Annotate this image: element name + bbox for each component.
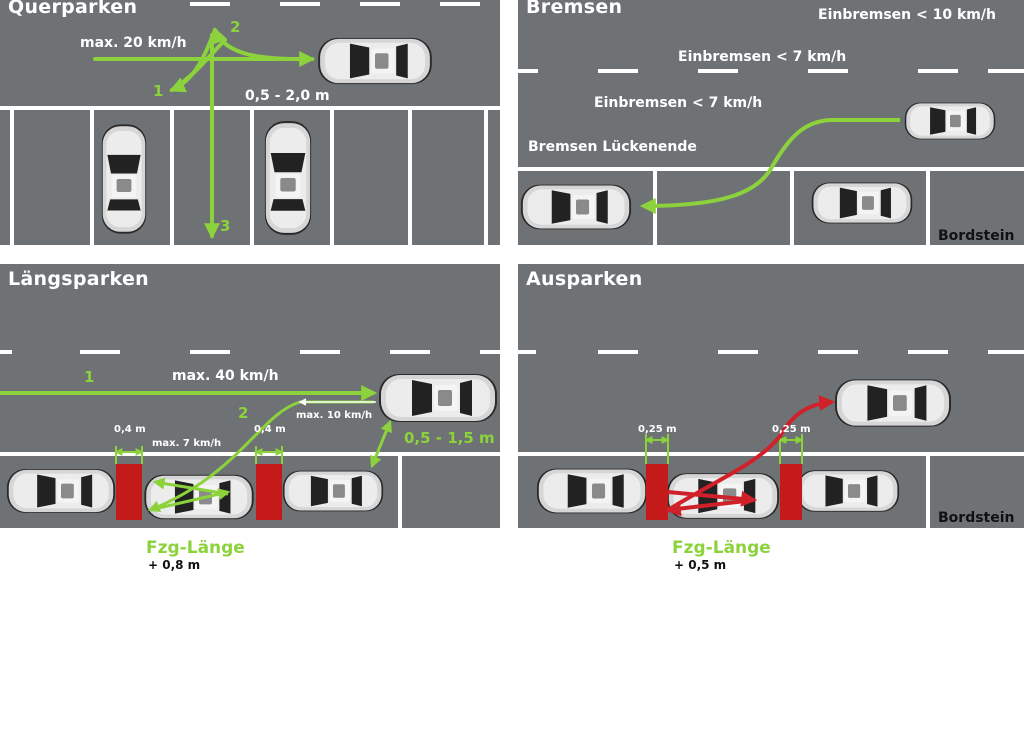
path-arrows xyxy=(93,27,316,240)
buffer-block-right xyxy=(256,464,282,520)
lane-markings xyxy=(0,350,500,354)
panel-laengsparken: Längsparken 1 2 max. 40 km/h max. 10 km/… xyxy=(0,264,500,528)
bremsen-scene xyxy=(518,69,1024,245)
note-value: + 0,8 m xyxy=(148,558,201,572)
lane-markings xyxy=(190,2,480,6)
path-arrows xyxy=(0,385,378,512)
gap-left-label: 0,25 m xyxy=(638,424,677,435)
note-title: Fzg-Länge xyxy=(146,538,245,558)
car-road xyxy=(379,374,497,422)
curb-label: Bordstein xyxy=(938,510,1015,526)
bay-divider xyxy=(398,452,402,528)
panel-querparken: Querparken max. 20 km/h 0,5 - 2,0 m 1 2 … xyxy=(0,0,500,245)
bay-line xyxy=(0,452,500,456)
brake-label-2: Einbremsen < 7 km/h xyxy=(678,49,847,65)
note-ausparken: Fzg-Länge + 0,5 m xyxy=(672,538,771,572)
step-3-label: 3 xyxy=(220,217,231,235)
lane-markings xyxy=(518,350,1024,354)
step-2-label: 2 xyxy=(238,404,249,422)
lane-markings xyxy=(518,69,1024,73)
brake-label-3: Einbremsen < 7 km/h xyxy=(594,95,763,111)
braking-arrow xyxy=(639,118,900,214)
note-laengsparken: Fzg-Länge + 0,8 m xyxy=(146,538,245,572)
gap-markers xyxy=(114,446,284,464)
gap-right-label: 0,25 m xyxy=(772,424,811,435)
car-parked-left xyxy=(101,124,147,234)
car-rear-parked xyxy=(796,470,900,512)
bay-line xyxy=(518,452,1024,456)
note-title: Fzg-Länge xyxy=(672,538,771,558)
car-front-parked xyxy=(536,468,648,514)
distance-label: 0,5 - 1,5 m xyxy=(404,429,495,447)
panel-title: Ausparken xyxy=(526,268,643,290)
panel-ausparken: Ausparken 0,25 m 0,25 m Bordstein xyxy=(518,264,1024,528)
panel-bremsen: Bremsen Einbremsen < 10 km/h Einbremsen … xyxy=(518,0,1024,245)
panel-title: Querparken xyxy=(8,0,138,18)
car-rear-parked xyxy=(282,470,384,512)
note-value: + 0,5 m xyxy=(674,558,727,572)
car-road xyxy=(318,37,432,85)
querparken-scene xyxy=(0,2,500,245)
curb-label: Bordstein xyxy=(938,228,1015,244)
slow-speed-label: max. 10 km/h xyxy=(296,410,373,421)
step-1-label: 1 xyxy=(153,82,164,100)
car-road xyxy=(904,102,996,140)
step-1-label: 1 xyxy=(84,368,95,386)
car-parking xyxy=(520,184,632,230)
distance-arrow xyxy=(370,419,392,469)
car-parked-right xyxy=(264,121,312,235)
car-parked xyxy=(811,182,913,224)
speed-label: max. 20 km/h xyxy=(80,35,187,51)
buffer-block-right xyxy=(780,464,802,520)
gap-left-label: 0,4 m xyxy=(114,424,146,435)
speed-label: max. 40 km/h xyxy=(172,368,279,384)
park-speed-label: max. 7 km/h xyxy=(152,438,222,449)
buffer-block-left xyxy=(646,464,668,520)
exit-path-arrows xyxy=(664,395,836,517)
brake-label-1: Einbremsen < 10 km/h xyxy=(818,7,996,23)
gap-right-label: 0,4 m xyxy=(254,424,286,435)
car-leaving xyxy=(834,379,952,427)
laengsparken-scene xyxy=(0,350,500,528)
buffer-block-left xyxy=(116,464,142,520)
step-2-label: 2 xyxy=(230,18,241,36)
car-front-parked xyxy=(6,469,116,513)
panel-title: Längsparken xyxy=(8,268,149,290)
panel-title: Bremsen xyxy=(526,0,623,18)
bay-divider xyxy=(926,452,930,528)
parking-bays xyxy=(0,106,500,245)
distance-label: 0,5 - 2,0 m xyxy=(245,88,330,104)
brake-label-4: Bremsen Lückenende xyxy=(528,139,697,155)
ausparken-scene xyxy=(518,350,1024,528)
